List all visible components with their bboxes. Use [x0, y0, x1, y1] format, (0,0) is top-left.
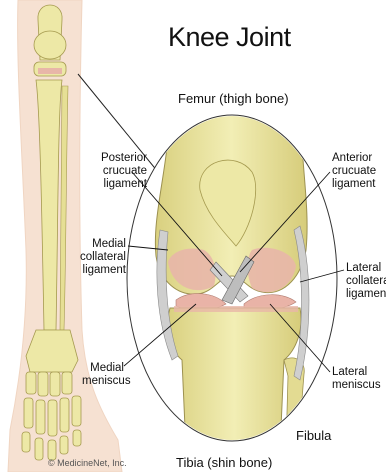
label-posterior-cruciate: Posterior crucuate ligament [95, 152, 147, 191]
label-line: ligament [346, 288, 386, 301]
label-anterior-cruciate: Anterior crucuate ligament [332, 152, 376, 191]
label-line: collateral [76, 251, 126, 264]
label-lateral-collateral: Lateral collateral ligament [346, 262, 386, 301]
label-medial-meniscus: Medial meniscus [82, 362, 124, 388]
diagram-title: Knee Joint [168, 22, 291, 53]
label-line: crucuate [332, 165, 376, 178]
label-line: ligament [76, 264, 126, 277]
label-line: meniscus [82, 375, 124, 388]
label-lateral-meniscus: Lateral meniscus [332, 366, 381, 392]
label-tibia: Tibia (shin bone) [176, 455, 272, 470]
label-line: Lateral [346, 262, 386, 275]
label-line: Medial [82, 362, 124, 375]
label-line: ligament [95, 178, 147, 191]
label-line: collateral [346, 275, 386, 288]
label-line: Posterior [95, 152, 147, 165]
label-line: Anterior [332, 152, 376, 165]
label-line: crucuate [95, 165, 147, 178]
label-medial-collateral: Medial collateral ligament [76, 238, 126, 277]
label-femur: Femur (thigh bone) [178, 91, 289, 106]
copyright-credit: © MedicineNet, Inc. [48, 458, 127, 468]
label-line: ligament [332, 178, 376, 191]
label-line: Lateral [332, 366, 381, 379]
label-line: Medial [76, 238, 126, 251]
label-fibula: Fibula [296, 428, 331, 443]
label-line: meniscus [332, 379, 381, 392]
